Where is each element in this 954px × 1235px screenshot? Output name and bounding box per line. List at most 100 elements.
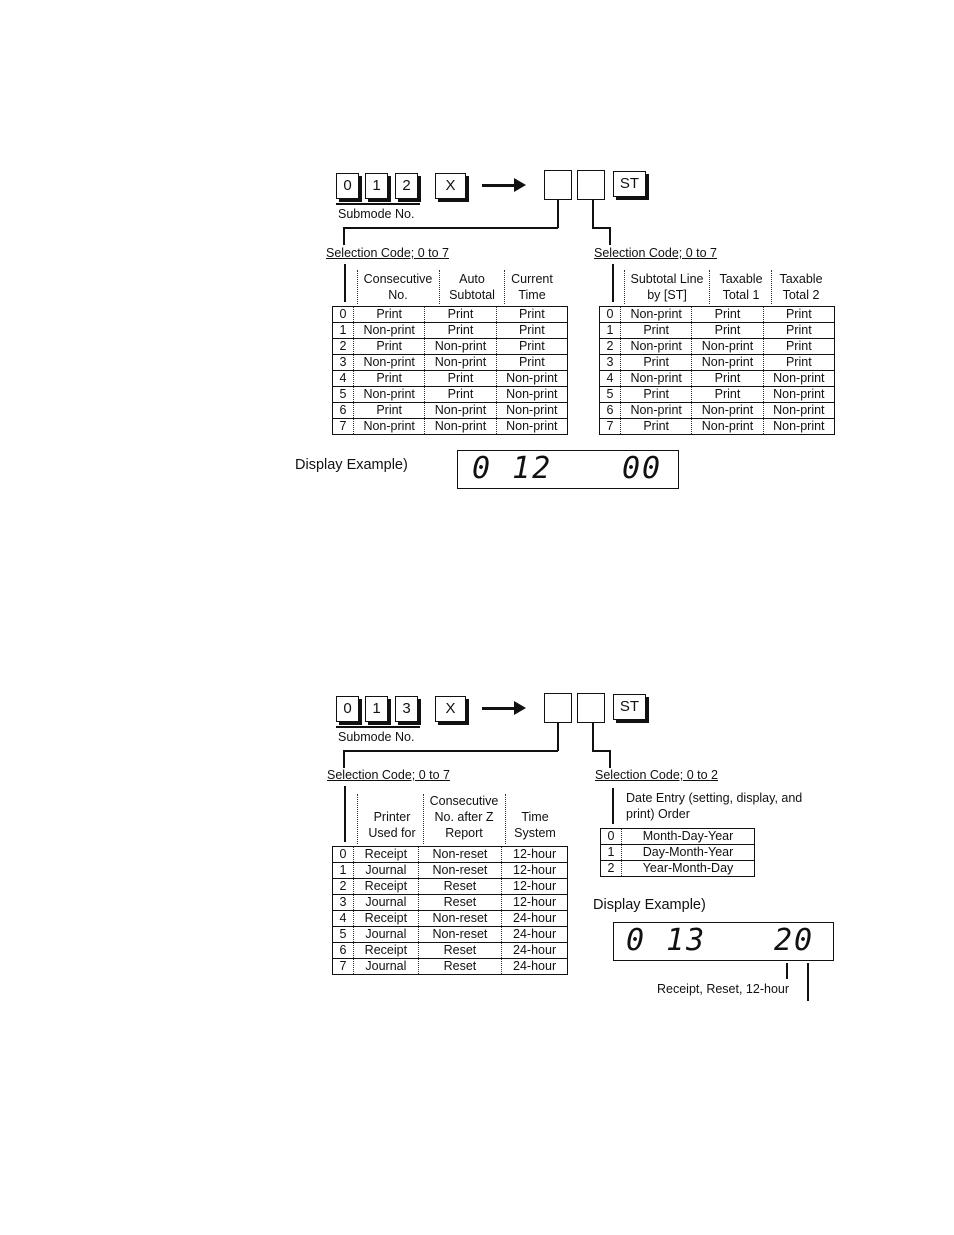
table-cell: Print	[762, 306, 836, 323]
connector	[343, 227, 558, 229]
table-cell: 24-hour	[501, 942, 568, 959]
row-code: 4	[332, 910, 354, 927]
key-st: ST	[613, 171, 646, 197]
table-cell: Non-print	[495, 418, 569, 435]
selection-box-1	[544, 693, 572, 723]
connector	[609, 227, 611, 245]
table-cell: Receipt	[353, 878, 419, 895]
table-cell: 24-hour	[501, 910, 568, 927]
bracket-line	[344, 264, 346, 302]
row-code: 0	[332, 846, 354, 863]
table-cell: Non-print	[424, 402, 497, 419]
connector	[592, 723, 594, 751]
table-cell: Non-print	[619, 402, 692, 419]
row-code: 4	[332, 370, 354, 387]
header-divider	[505, 794, 506, 844]
row-code: 0	[600, 828, 622, 845]
row-code: 0	[332, 306, 354, 323]
table-cell: Reset	[417, 942, 502, 959]
table-cell: Non-print	[352, 354, 425, 371]
table-cell: Non-print	[424, 338, 497, 355]
row-code: 6	[332, 942, 354, 959]
table-cell: Non-print	[691, 338, 764, 355]
header-subtotal-line: Subtotal Line by [ST]	[630, 272, 704, 302]
row-code: 5	[332, 926, 354, 943]
table-cell: Journal	[353, 862, 419, 879]
display-note: Receipt, Reset, 12-hour	[657, 982, 790, 996]
key-digit-1: 1	[365, 696, 388, 722]
header-divider	[357, 794, 358, 844]
row-code: 2	[332, 338, 354, 355]
table-cell: Print	[691, 386, 764, 403]
table-cell: Receipt	[353, 846, 419, 863]
row-code: 3	[599, 354, 621, 371]
arrow-icon	[482, 701, 526, 715]
table-cell: Non-print	[619, 338, 692, 355]
connector	[343, 750, 345, 768]
table-cell: Print	[619, 354, 692, 371]
table-cell: Year-Month-Day	[621, 860, 755, 877]
table-cell: Print	[691, 370, 764, 387]
table-cell: Journal	[353, 958, 419, 975]
submode-label: Submode No.	[338, 207, 415, 221]
bracket-line	[612, 264, 614, 302]
table-cell: Print	[352, 370, 425, 387]
connector	[609, 750, 611, 768]
table-cell: Print	[762, 338, 836, 355]
connector	[592, 750, 610, 752]
row-code: 6	[332, 402, 354, 419]
row-code: 5	[332, 386, 354, 403]
row-code: 7	[332, 418, 354, 435]
table-cell: Print	[762, 354, 836, 371]
row-code: 2	[332, 878, 354, 895]
connector	[343, 750, 558, 752]
table-cell: 12-hour	[501, 878, 568, 895]
display-example-box: 0 13 20	[613, 922, 834, 961]
table-cell: Receipt	[353, 910, 419, 927]
table-cell: 12-hour	[501, 894, 568, 911]
table-cell: Non-print	[424, 418, 497, 435]
table-cell: Print	[691, 322, 764, 339]
selection-box-2	[577, 693, 605, 723]
table-cell: Non-print	[762, 402, 836, 419]
row-code: 6	[599, 402, 621, 419]
connector	[592, 200, 594, 228]
header-divider	[423, 794, 424, 844]
row-code: 5	[599, 386, 621, 403]
display-left-digits: 0 12	[472, 451, 553, 486]
row-code: 1	[332, 322, 354, 339]
table-cell: Print	[619, 322, 692, 339]
key-digit-3: 3	[395, 696, 418, 722]
date-entry-label: Date Entry (setting, display, and print)…	[626, 791, 803, 821]
header-time-system: Time System	[514, 810, 556, 840]
pointer-line	[786, 963, 788, 979]
header-taxable-total-2: Taxable Total 2	[779, 272, 823, 302]
selection-box-1	[544, 170, 572, 200]
table-cell: Month-Day-Year	[621, 828, 755, 845]
row-code: 2	[599, 338, 621, 355]
table-cell: Print	[424, 370, 497, 387]
row-code: 7	[599, 418, 621, 435]
table-cell: Receipt	[353, 942, 419, 959]
table-cell: Print	[619, 418, 692, 435]
selection-code-right-label: Selection Code; 0 to 7	[594, 246, 717, 260]
row-code: 3	[332, 894, 354, 911]
header-divider	[357, 270, 358, 304]
display-right-digits: 20	[774, 923, 815, 958]
table-cell: Print	[424, 386, 497, 403]
table-cell: Print	[495, 306, 569, 323]
